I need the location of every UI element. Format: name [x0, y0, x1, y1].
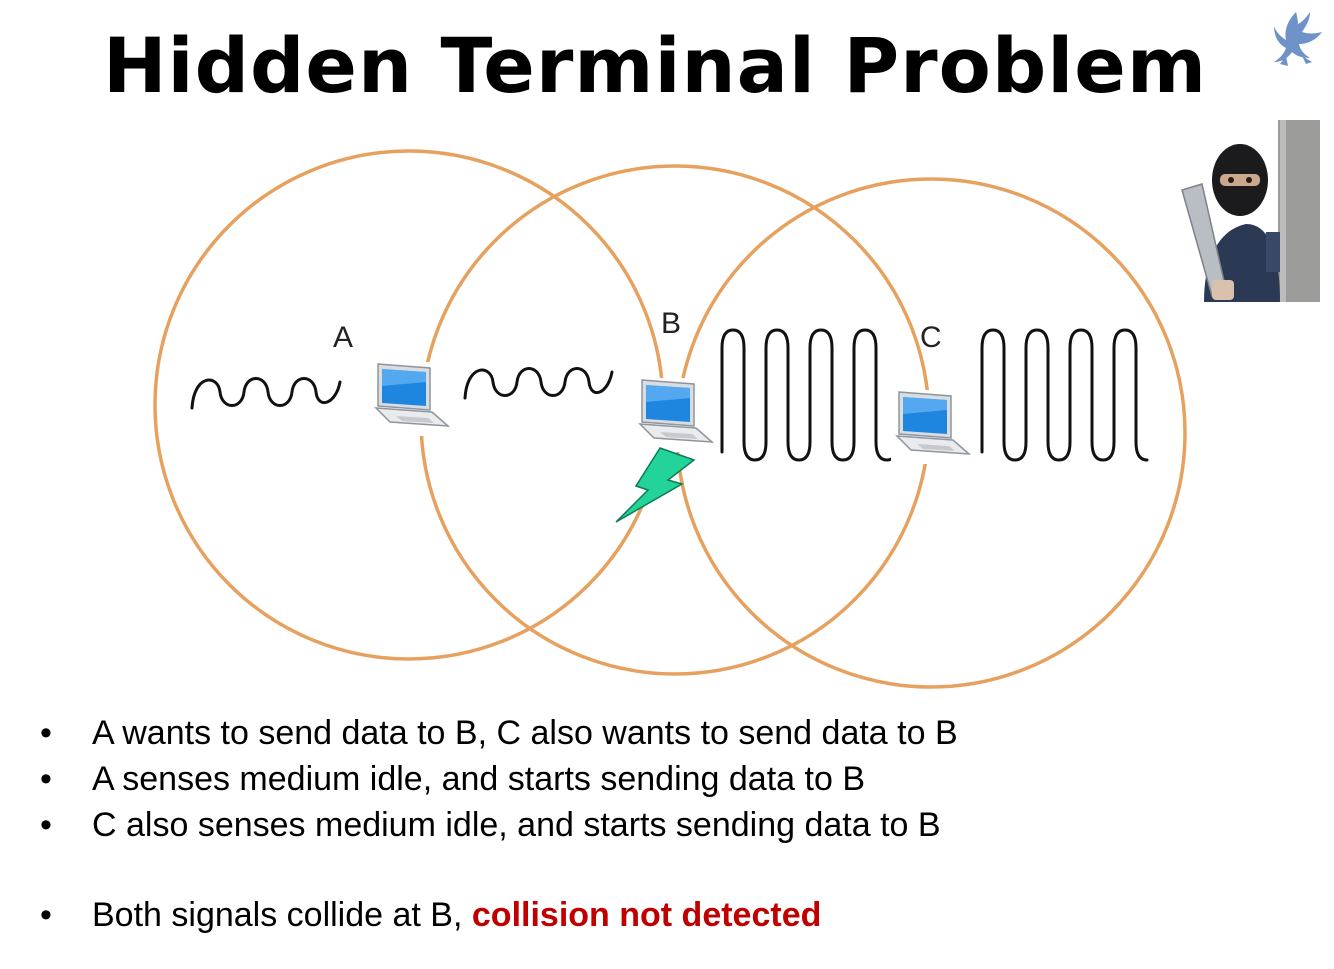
bullet-text: A senses medium idle, and starts sending… [92, 760, 865, 798]
bullet-item: • A senses medium idle, and starts sendi… [40, 756, 958, 802]
university-logo-icon [1266, 6, 1328, 72]
node-label-a: A [333, 321, 353, 354]
bullet-text: C also senses medium idle, and starts se… [92, 806, 941, 844]
hidden-terminal-diagram: A B C [0, 110, 1334, 700]
bullet-marker: • [40, 710, 52, 756]
node-label-c: C [920, 321, 942, 354]
bullet-list: • A wants to send data to B, C also want… [40, 710, 958, 938]
laptop-icon-b [634, 378, 714, 452]
laptop-icon-a [370, 362, 450, 436]
slide-title: Hidden Terminal Problem [0, 18, 1310, 114]
node-label-b: B [661, 307, 681, 340]
bullet-item: • A wants to send data to B, C also want… [40, 710, 958, 756]
bullet-item: • C also senses medium idle, and starts … [40, 802, 958, 848]
bullet-marker: • [40, 802, 52, 848]
signal-wave-a-left [192, 379, 340, 409]
signal-wave-a-right [465, 369, 612, 399]
bullet-marker: • [40, 892, 52, 938]
signal-wave-c-right [982, 330, 1147, 460]
signal-wave-c-left [722, 330, 898, 460]
bullet-text: A wants to send data to B, C also wants … [92, 714, 958, 752]
bullet-item: • Both signals collide at B, collision n… [40, 892, 958, 938]
bullet-emphasis: collision not detected [472, 896, 821, 934]
laptop-icon-c [891, 390, 971, 464]
bullet-marker: • [40, 756, 52, 802]
bullet-text: Both signals collide at B, [92, 896, 472, 934]
